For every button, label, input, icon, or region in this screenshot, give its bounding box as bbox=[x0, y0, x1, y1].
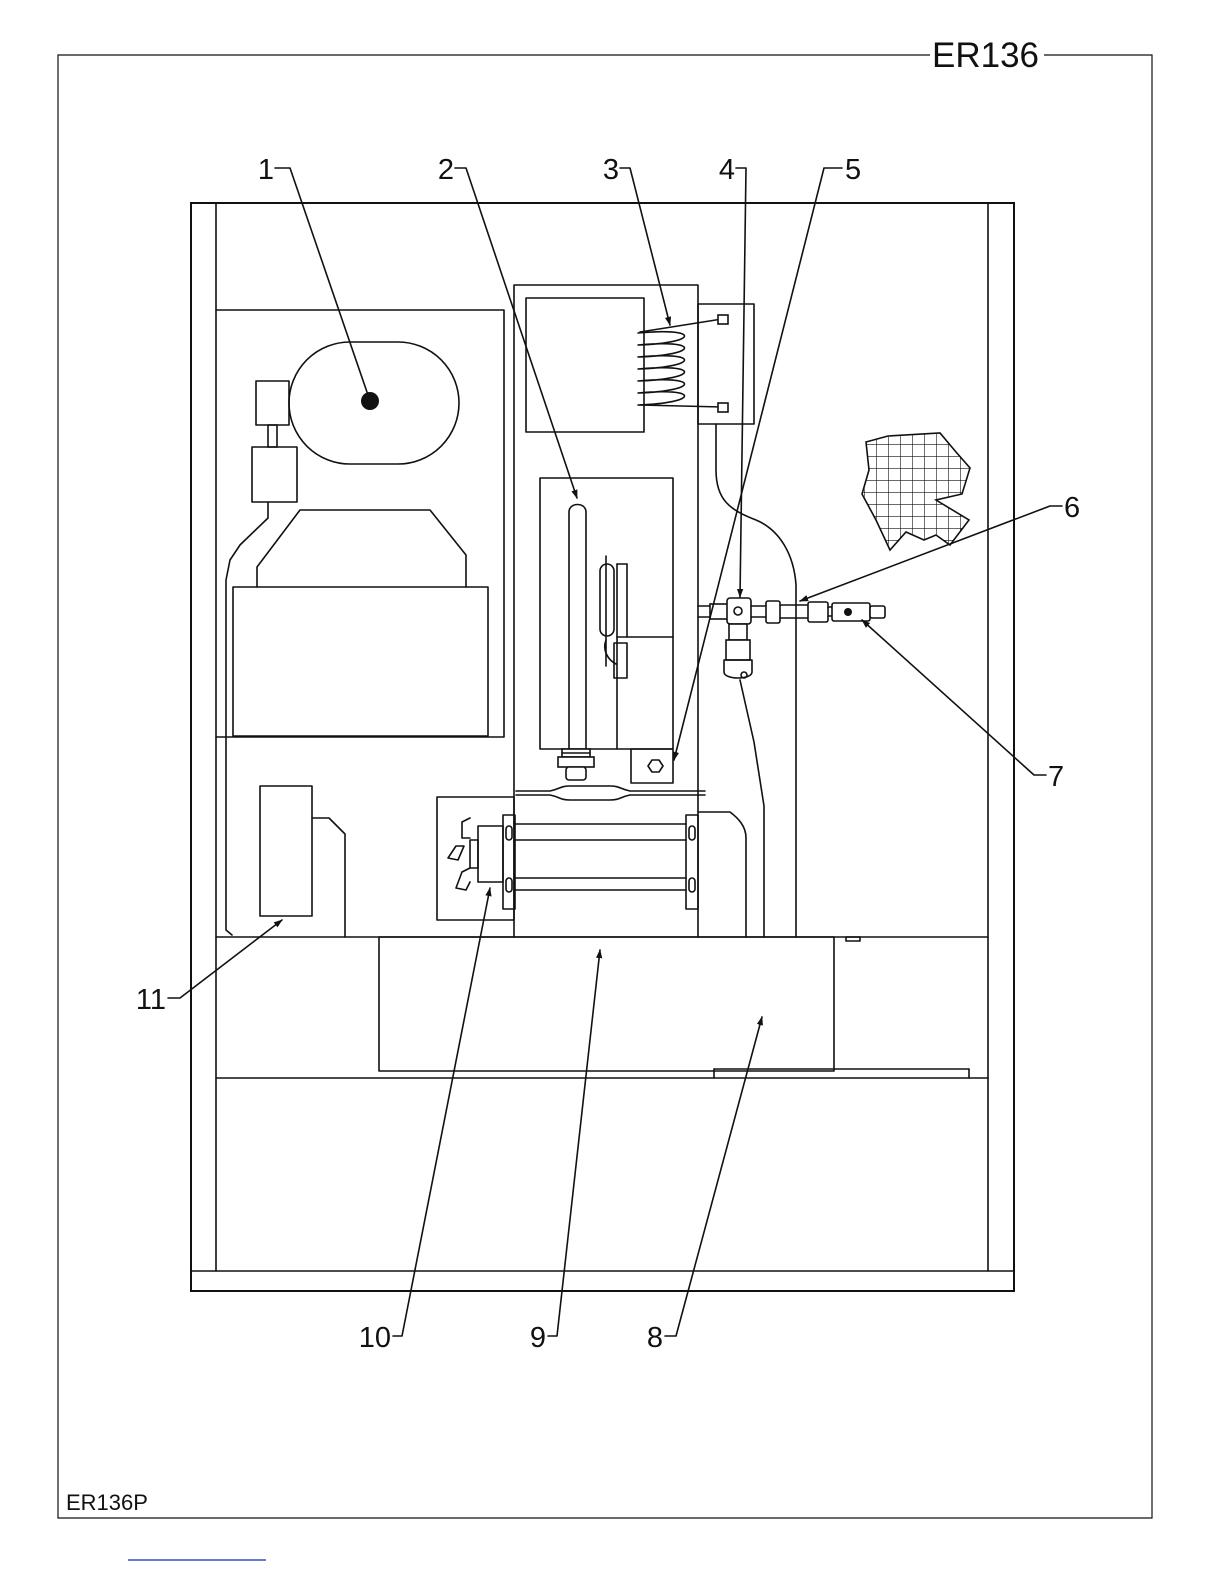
callout-2: 2 bbox=[438, 154, 454, 186]
filter-mesh bbox=[862, 433, 970, 550]
callout-5: 5 bbox=[845, 154, 861, 186]
callout-9: 9 bbox=[530, 1322, 546, 1354]
callout-6: 6 bbox=[1064, 492, 1080, 524]
compressor-compartment bbox=[216, 310, 504, 937]
bottom-panels bbox=[379, 937, 969, 1078]
callout-4: 4 bbox=[719, 154, 735, 186]
coil bbox=[638, 315, 728, 412]
drain-fitting bbox=[558, 749, 594, 780]
callout-11: 11 bbox=[136, 984, 166, 1016]
compressor-marker bbox=[361, 392, 379, 410]
callout-1: 1 bbox=[258, 154, 274, 186]
callout-3: 3 bbox=[603, 154, 619, 186]
valve-assembly bbox=[698, 598, 885, 678]
water-lines bbox=[716, 424, 796, 937]
drawing-title: ER136 bbox=[932, 36, 1039, 75]
callout-leaders bbox=[168, 168, 1062, 1336]
callout-numbers: 1 2 3 4 5 6 7 8 9 10 11 bbox=[136, 154, 1080, 1354]
drawing-reference: ER136P bbox=[66, 1490, 148, 1515]
callout-7: 7 bbox=[1048, 761, 1064, 793]
fan-motor bbox=[437, 797, 746, 937]
cabinet bbox=[191, 203, 1014, 1291]
callout-8: 8 bbox=[647, 1322, 663, 1354]
callout-10: 10 bbox=[359, 1322, 391, 1354]
